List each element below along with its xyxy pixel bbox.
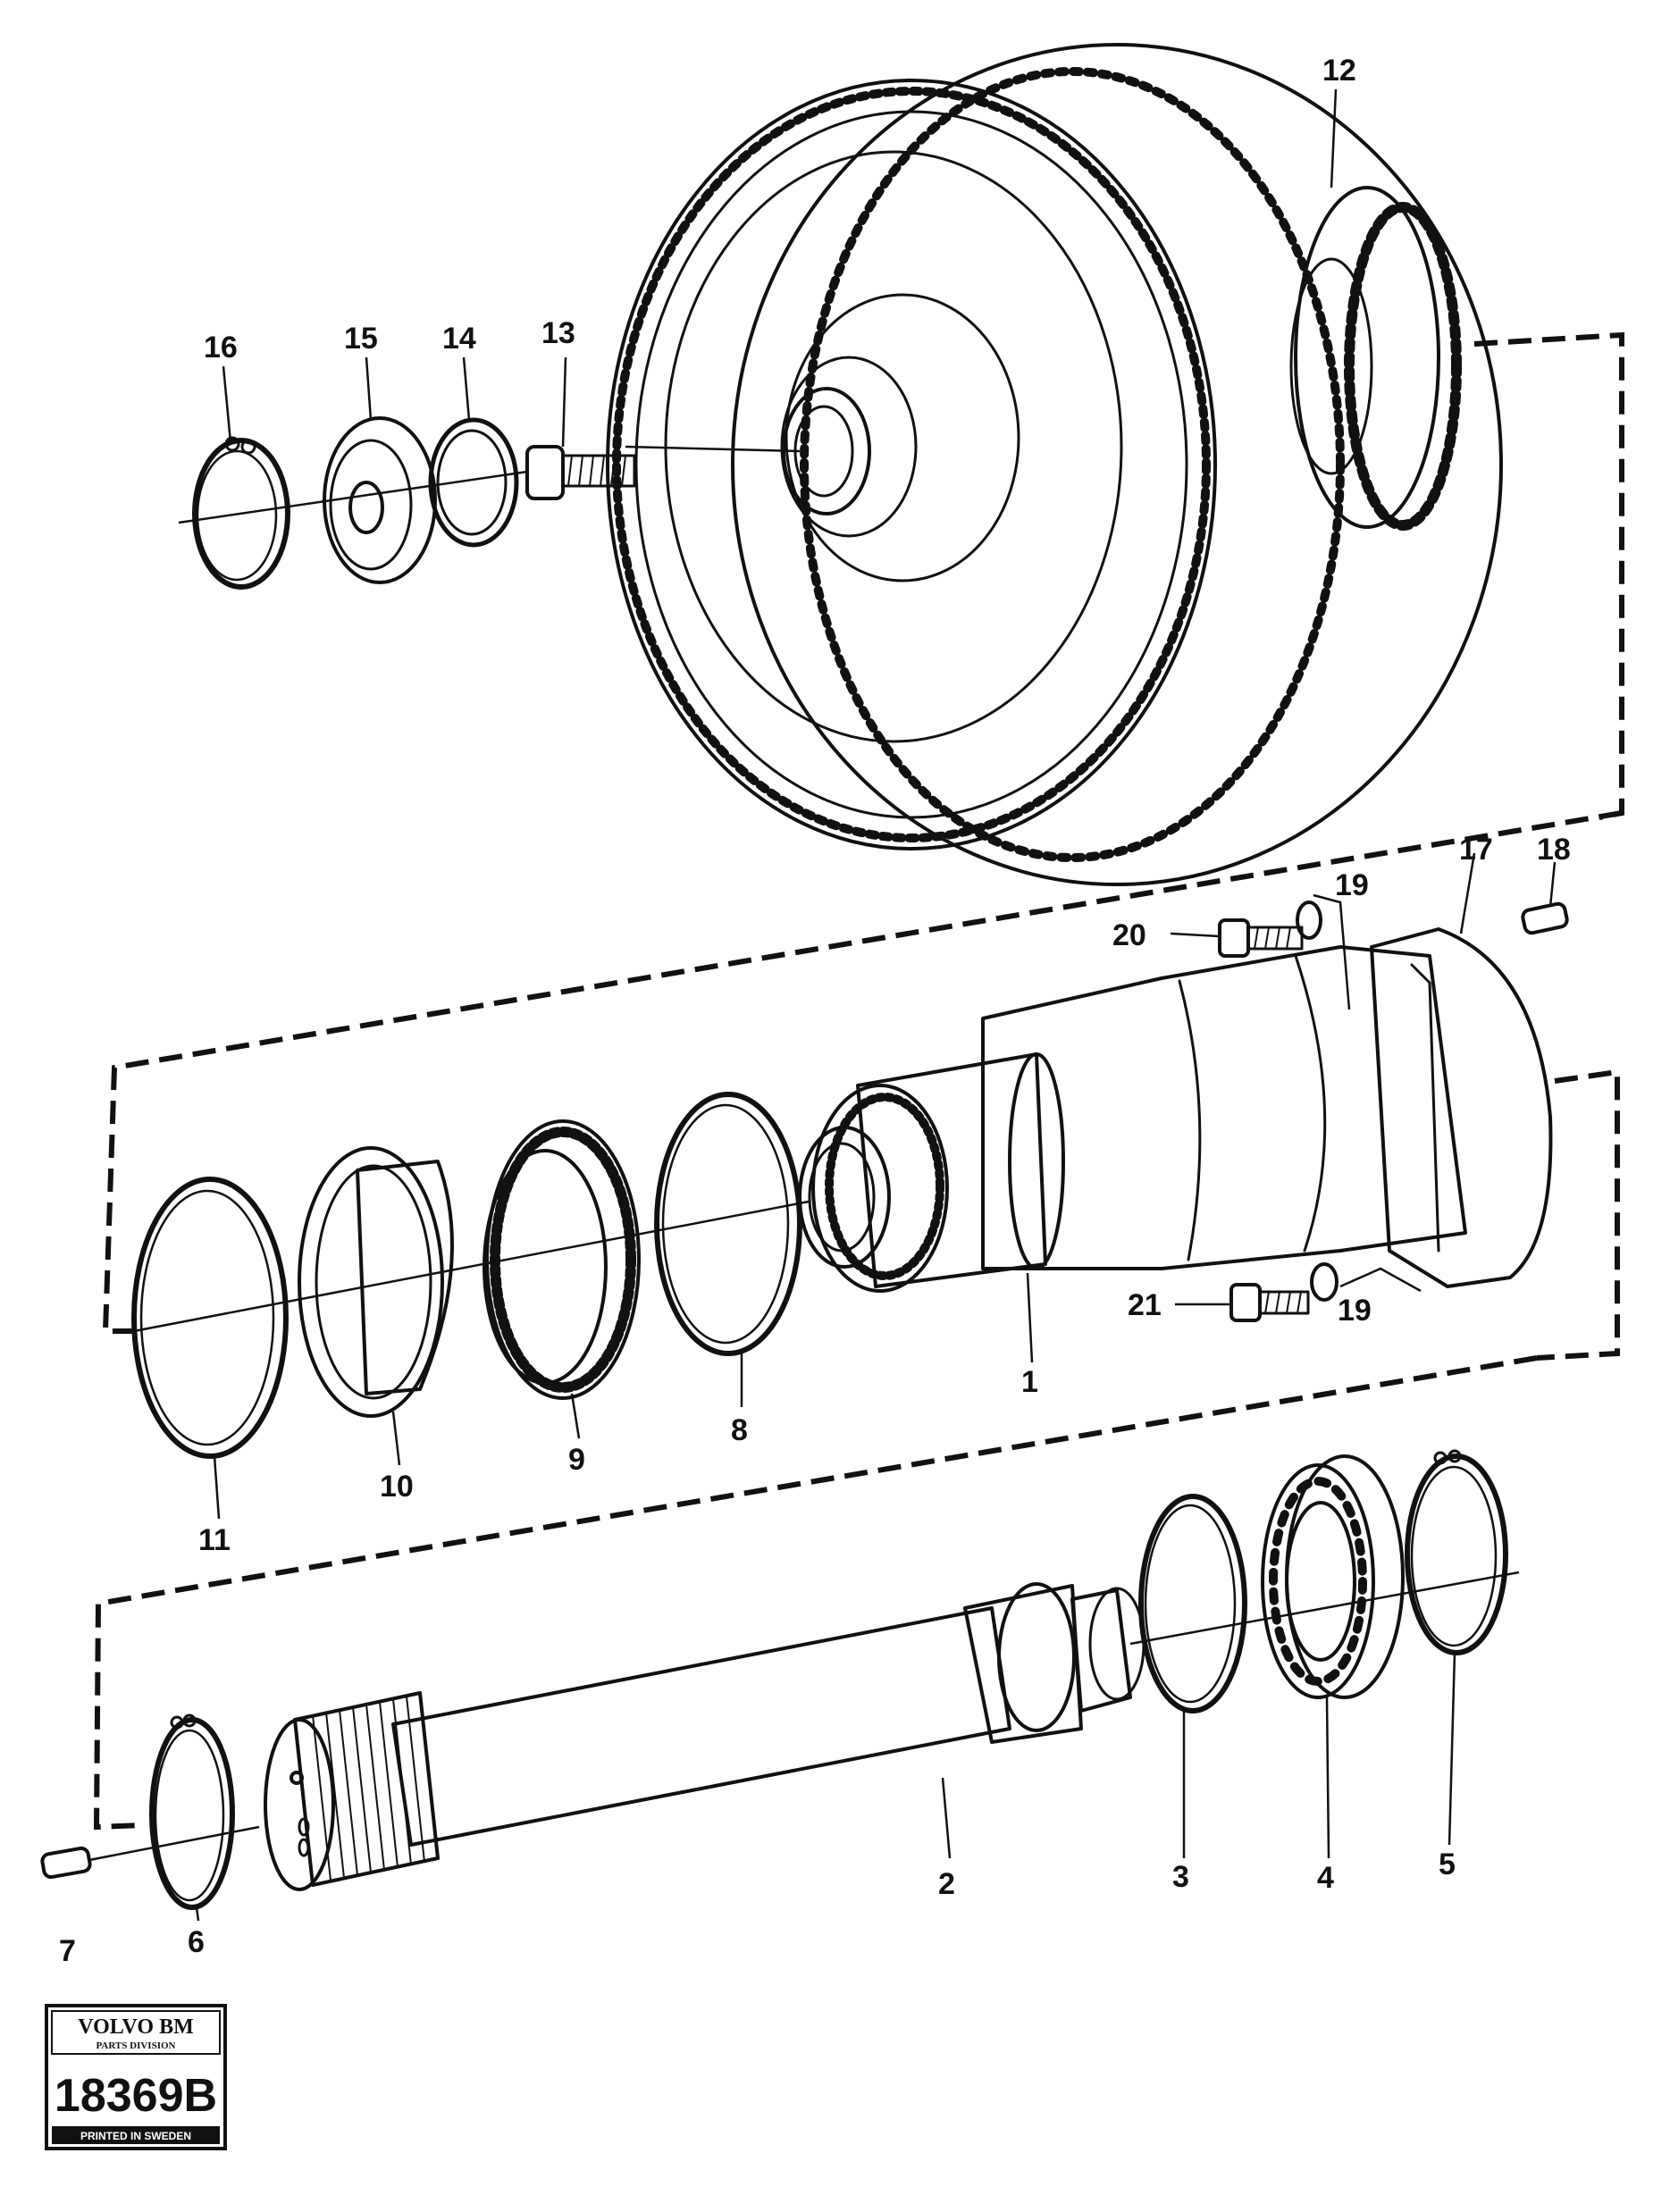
assembly-connector-lines <box>93 331 1624 1831</box>
callout-labels: 12 16 15 14 13 19 17 18 20 21 19 1 8 9 1… <box>59 54 1571 1968</box>
pump-drive-gear <box>1289 186 1462 531</box>
washer-19-bottom <box>1310 1262 1339 1302</box>
stamp-number: 18369B <box>55 2070 217 2122</box>
turbine-shaft <box>264 1582 1146 1891</box>
splined-ring-9 <box>483 1119 641 1400</box>
callout-10: 10 <box>380 1470 414 1504</box>
pin-7 <box>40 1846 92 1880</box>
callout-14: 14 <box>442 322 476 356</box>
stamp-brand: VOLVO BM <box>78 2015 194 2039</box>
bearing-race-10 <box>298 1146 454 1418</box>
callout-8: 8 <box>731 1413 748 1447</box>
bolt-21 <box>1229 1283 1310 1322</box>
stamp-division: PARTS DIVISION <box>97 2040 176 2051</box>
callout-7: 7 <box>59 1934 76 1968</box>
snap-ring-6 <box>149 1713 235 1910</box>
ball-bearing-4 <box>1261 1454 1405 1699</box>
seal-ring-3 <box>1138 1494 1247 1713</box>
snap-ring-5 <box>1405 1449 1508 1655</box>
snap-ring-11 <box>131 1177 289 1459</box>
bushing-15 <box>323 416 437 584</box>
callout-16: 16 <box>204 331 238 364</box>
shaft-splines <box>264 1691 440 1891</box>
callout-6: 6 <box>188 1925 205 1959</box>
callout-2: 2 <box>938 1867 955 1901</box>
callout-20: 20 <box>1112 918 1146 952</box>
callout-19-top: 19 <box>1335 868 1369 902</box>
stator-shaft-housing <box>798 927 1553 1293</box>
ring-gear <box>606 67 1345 862</box>
torque-converter-assembly <box>606 43 1503 886</box>
bolt-20 <box>1218 918 1304 958</box>
callout-4: 4 <box>1317 1861 1334 1895</box>
seal-ring-8 <box>654 1092 802 1356</box>
washer-19-top <box>1296 901 1322 940</box>
callout-5: 5 <box>1439 1848 1456 1881</box>
callout-3: 3 <box>1172 1860 1189 1894</box>
volvo-bm-parts-stamp: VOLVO BM PARTS DIVISION 18369B PRINTED I… <box>45 2004 227 2150</box>
callout-13: 13 <box>541 316 575 350</box>
pin-18 <box>1521 901 1569 935</box>
callout-21: 21 <box>1128 1288 1162 1322</box>
callout-9: 9 <box>568 1443 585 1477</box>
leader-lines <box>195 88 1557 1922</box>
snap-ring-16 <box>192 436 290 590</box>
callout-11: 11 <box>198 1523 231 1557</box>
callout-19-bottom: 19 <box>1338 1294 1372 1328</box>
stamp-footer: PRINTED IN SWEDEN <box>80 2130 191 2142</box>
washer-14 <box>428 417 519 548</box>
callout-12: 12 <box>1322 54 1356 88</box>
callout-17: 17 <box>1459 833 1493 867</box>
callout-15: 15 <box>344 322 378 356</box>
callout-18: 18 <box>1537 833 1571 867</box>
callout-1: 1 <box>1021 1365 1038 1399</box>
bolt-13 <box>525 445 636 500</box>
